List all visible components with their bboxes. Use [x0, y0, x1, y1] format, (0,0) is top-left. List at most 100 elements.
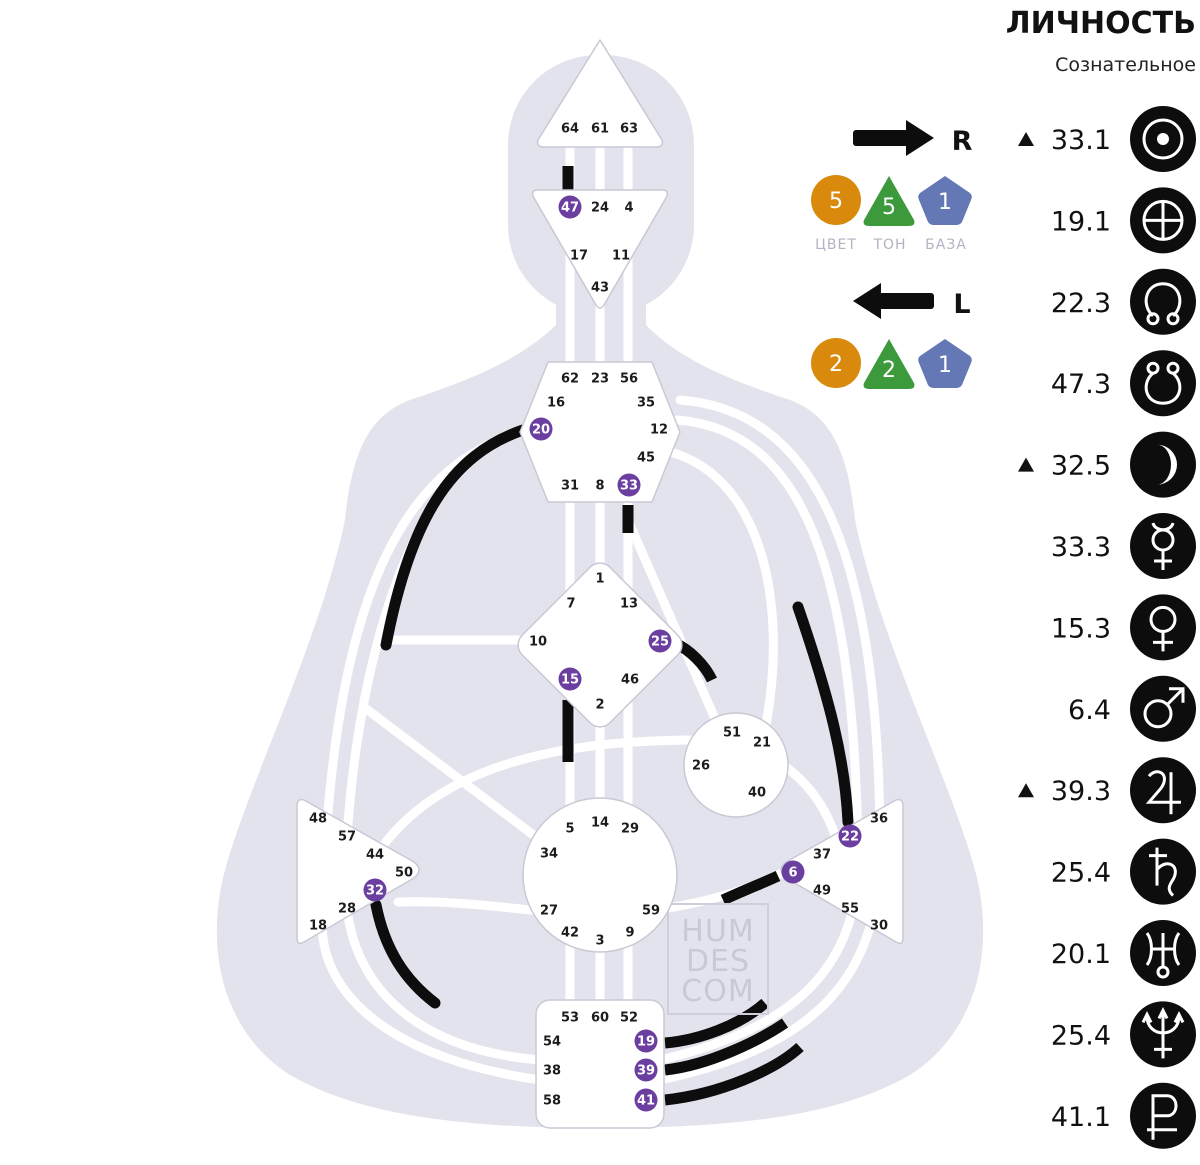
- planet-row: 15.3: [1051, 594, 1196, 661]
- gate-59: 59: [642, 904, 660, 919]
- gate-53: 53: [561, 1011, 579, 1026]
- mercury-icon: [1130, 513, 1196, 579]
- planet-value: 6.4: [1068, 695, 1111, 726]
- head-center: [536, 39, 664, 148]
- centers: [296, 39, 904, 1129]
- gate-number: 36: [870, 812, 888, 827]
- sacral-center: [522, 797, 678, 953]
- watermark-line-3: COM: [681, 974, 754, 1009]
- gate-number: 32: [366, 884, 384, 899]
- gate-number: 55: [841, 902, 859, 917]
- gate-number: 51: [723, 726, 741, 741]
- gate-32: 32: [363, 878, 387, 902]
- gate-2: 2: [595, 698, 604, 713]
- planet-value: 41.1: [1051, 1102, 1111, 1133]
- svg-text:5: 5: [829, 189, 843, 214]
- planet-row: 39.3: [1018, 757, 1196, 824]
- svg-text:2: 2: [829, 352, 843, 377]
- gate-39: 39: [634, 1058, 658, 1082]
- svg-text:1: 1: [938, 190, 952, 215]
- svg-text:1: 1: [938, 353, 952, 378]
- active-channels: [370, 166, 854, 1106]
- uranus-icon: [1130, 920, 1196, 986]
- gate-number: 52: [620, 1011, 638, 1026]
- gate-number: 17: [570, 249, 588, 264]
- gate-number: 53: [561, 1011, 579, 1026]
- gate-number: 13: [620, 597, 638, 612]
- gate-49: 49: [813, 884, 831, 899]
- gate-7: 7: [566, 597, 575, 612]
- gate-43: 43: [591, 281, 609, 296]
- tone-badge-label: ТОН: [872, 237, 906, 253]
- base-badge-r: 1: [918, 176, 972, 225]
- gate-number: 22: [841, 830, 859, 845]
- gate-number: 30: [870, 919, 888, 934]
- planet-value: 39.3: [1051, 776, 1111, 807]
- tone-badge-l: 2: [863, 339, 915, 389]
- gate-4: 4: [624, 201, 633, 216]
- gate-41: 41: [634, 1088, 658, 1112]
- arrow-right-icon: [853, 120, 934, 156]
- watermark-line-1: HUM: [681, 914, 754, 949]
- gate-33: 33: [617, 473, 641, 497]
- gate-12: 12: [650, 423, 668, 438]
- gate-number: 62: [561, 372, 579, 387]
- gate-51: 51: [723, 726, 741, 741]
- gate-number: 28: [338, 902, 356, 917]
- planet-value: 33.1: [1051, 125, 1111, 156]
- gate-25: 25: [648, 629, 672, 653]
- panel-title: ЛИЧНОСТЬ: [1006, 6, 1196, 41]
- gate-number: 10: [529, 635, 547, 650]
- gate-20: 20: [529, 417, 553, 441]
- gate-45: 45: [637, 451, 655, 466]
- north-node-icon: [1130, 268, 1196, 335]
- gate-5: 5: [565, 822, 574, 837]
- planet-value: 25.4: [1051, 1020, 1111, 1051]
- gate-13: 13: [620, 597, 638, 612]
- gate-46: 46: [621, 673, 639, 688]
- planet-value: 22.3: [1051, 288, 1111, 319]
- color-badge-l: 2: [811, 338, 861, 388]
- gate-number: 63: [620, 122, 638, 137]
- planet-row: 19.1: [1051, 187, 1196, 254]
- watermark: HUM DES COM: [667, 903, 769, 1015]
- gate-number: 54: [543, 1035, 561, 1050]
- gate-number: 21: [753, 736, 771, 751]
- gate-number: 60: [591, 1011, 609, 1026]
- gate-number: 33: [620, 479, 638, 494]
- gate-35: 35: [637, 396, 655, 411]
- gate-6: 6: [781, 860, 805, 884]
- gate-number: 47: [561, 201, 579, 216]
- gate-34: 34: [540, 847, 558, 862]
- tone-badge-r: 5: [863, 176, 915, 226]
- exalted-triangle-icon: [1018, 457, 1034, 472]
- svg-text:2: 2: [882, 358, 896, 383]
- gate-number: 58: [543, 1094, 561, 1109]
- gate-14: 14: [591, 816, 609, 831]
- gate-number: 31: [561, 479, 579, 494]
- gate-number: 5: [565, 822, 574, 837]
- jupiter-icon: [1130, 757, 1196, 824]
- color-badge-r: 5: [811, 175, 861, 225]
- pluto-icon: [1130, 1082, 1196, 1149]
- planet-value: 15.3: [1051, 613, 1111, 644]
- planet-row: 33.1: [1018, 106, 1196, 172]
- gate-number: 39: [637, 1064, 655, 1079]
- gate-10: 10: [529, 635, 547, 650]
- planet-activations: 33.119.122.347.332.533.315.36.439.325.42…: [1018, 106, 1196, 1149]
- gate-number: 37: [813, 848, 831, 863]
- planet-row: 25.4: [1051, 1001, 1196, 1068]
- gate-61: 61: [591, 122, 609, 137]
- ajna-center: [531, 189, 669, 309]
- gate-number: 34: [540, 847, 558, 862]
- planet-row: 33.3: [1051, 513, 1196, 579]
- gate-57: 57: [338, 830, 356, 845]
- gate-number: 46: [621, 673, 639, 688]
- gate-number: 50: [395, 866, 413, 881]
- planet-row: 41.1: [1051, 1082, 1196, 1149]
- gate-58: 58: [543, 1094, 561, 1109]
- gate-number: 25: [651, 635, 669, 650]
- spleen-center: [296, 798, 420, 945]
- gate-number: 6: [788, 866, 797, 881]
- mars-icon: [1130, 675, 1196, 742]
